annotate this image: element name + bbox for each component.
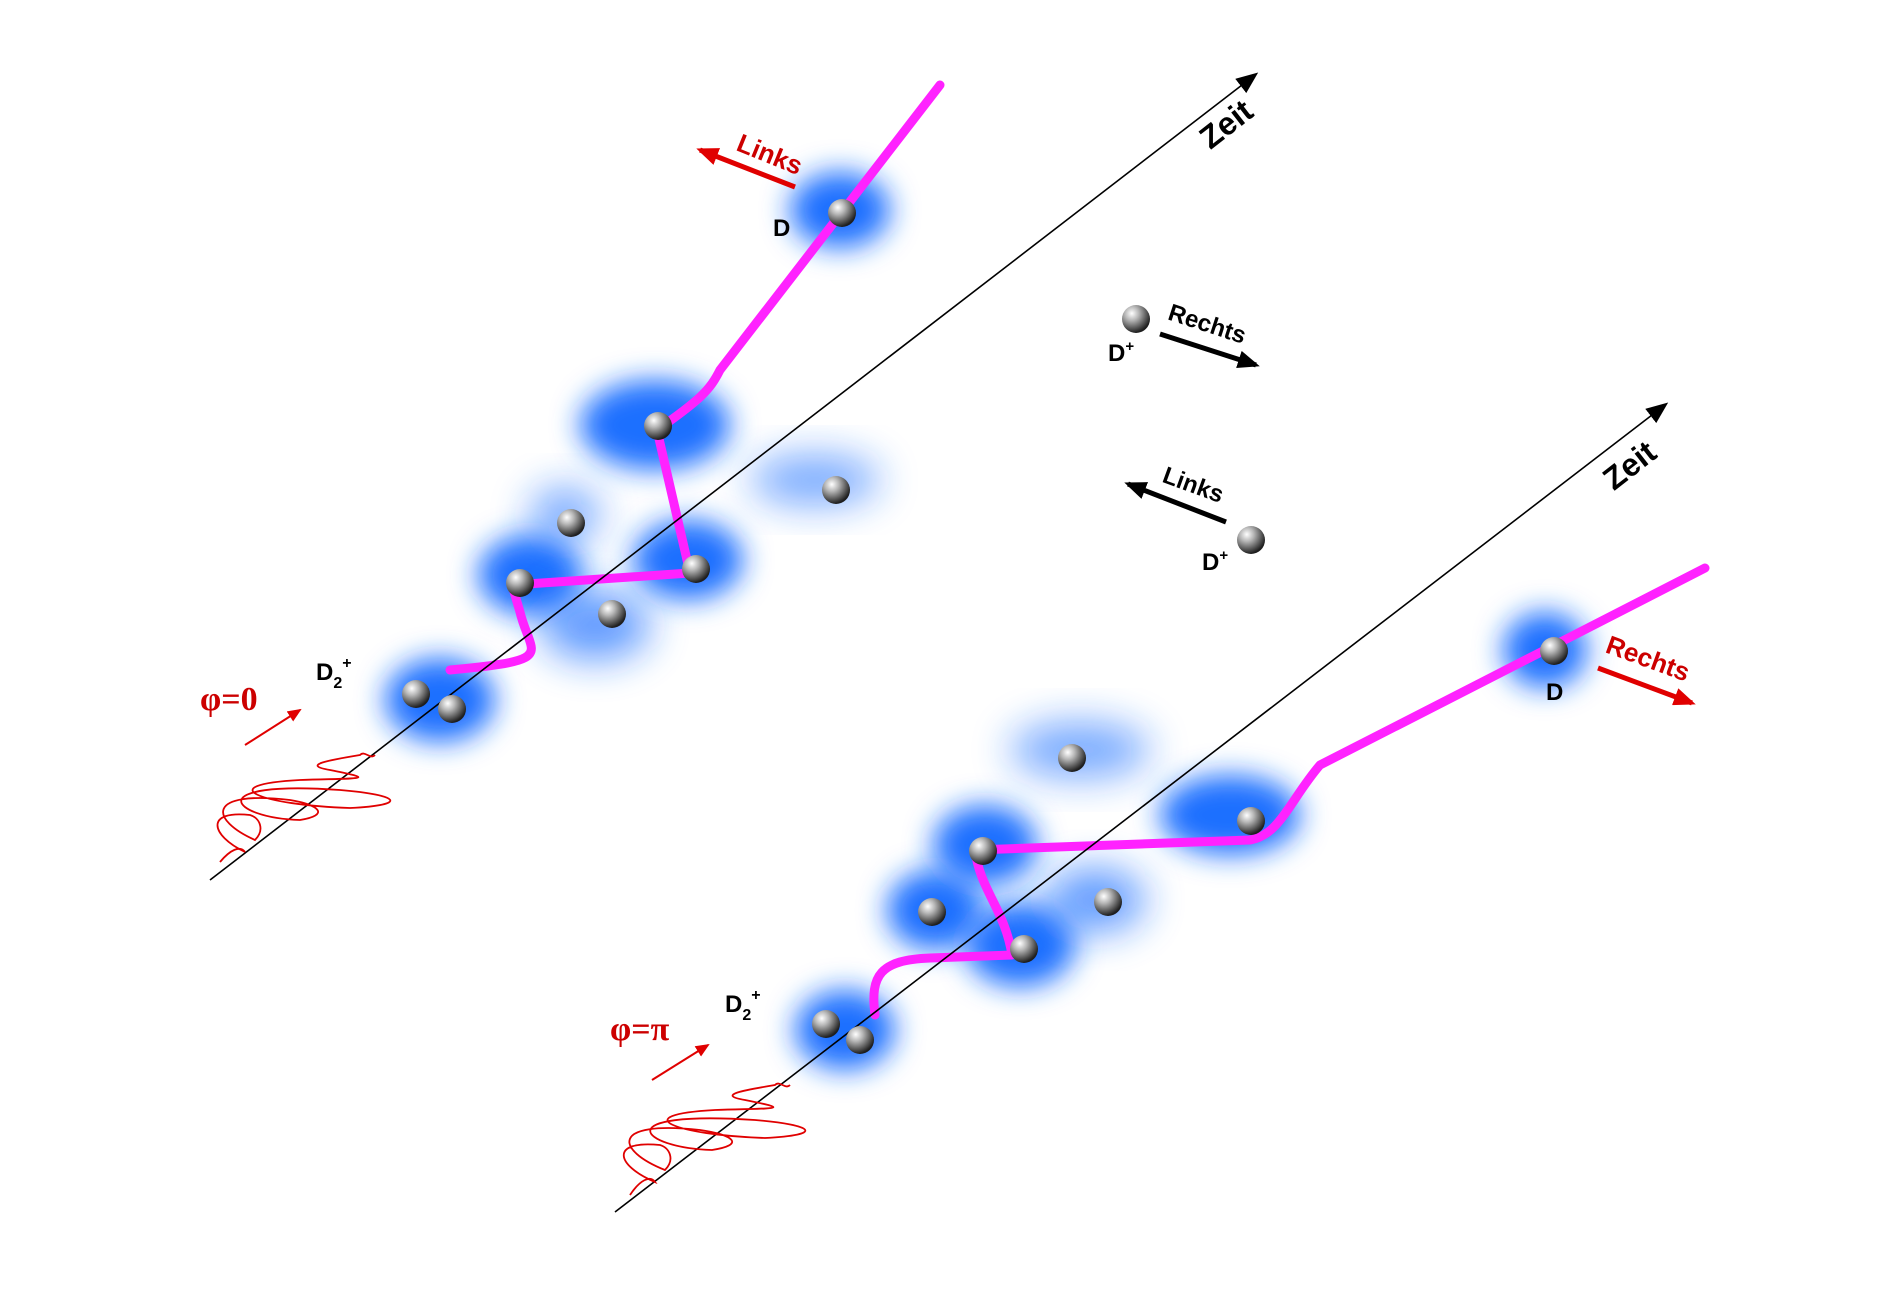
cloud	[750, 455, 880, 505]
nucleus-sphere	[506, 569, 534, 597]
atom-label-bottom: D	[1546, 679, 1563, 706]
trajectory-bottom	[869, 563, 1710, 1020]
nucleus-sphere	[438, 695, 466, 723]
nuclei-bottom	[812, 637, 1568, 1054]
nucleus-sphere	[828, 199, 856, 227]
molecule-label-top: D2+	[316, 655, 352, 692]
nucleus-sphere	[822, 476, 850, 504]
ion-annotations: D+ Rechts D+ Links	[1108, 299, 1265, 576]
phase-label-bottom: φ=π	[610, 1011, 670, 1048]
polarization-arrow-bottom	[651, 1043, 710, 1081]
ion-label-upper: D+	[1108, 338, 1134, 367]
nucleus-sphere	[402, 680, 430, 708]
nucleus-sphere	[846, 1026, 874, 1054]
direction-label-top: Links	[733, 128, 807, 181]
direction-label-bottom: Rechts	[1602, 629, 1694, 687]
cloud	[540, 590, 650, 660]
direction-arrow-rechts-center	[1159, 331, 1260, 369]
bottom-panel: Zeit D2+ D Rechts φ=π	[610, 402, 1710, 1213]
nucleus-sphere	[969, 837, 997, 865]
cloud-start	[385, 658, 495, 742]
nucleus-sphere	[1094, 888, 1122, 916]
trajectory-top	[445, 80, 945, 675]
polarization-arrow-top	[244, 708, 302, 746]
direction-arrow-links-top	[696, 147, 796, 190]
time-label-top: Zeit	[1193, 92, 1260, 156]
ion-sphere-lower	[1237, 526, 1265, 554]
atom-label-top: D	[773, 215, 790, 242]
nucleus-sphere	[812, 1010, 840, 1038]
direction-arrow-links-center	[1124, 481, 1227, 525]
nucleus-sphere	[1237, 807, 1265, 835]
ion-label-lower: D+	[1202, 547, 1228, 576]
laser-pulse-bottom	[623, 1082, 806, 1196]
direction-arrow-rechts-bottom	[1597, 665, 1696, 706]
nuclei-top	[402, 199, 856, 723]
phase-label-top: φ=0	[200, 681, 258, 718]
top-panel: Zeit D2+ D Links φ=0	[200, 72, 1260, 881]
time-axis-bottom	[614, 402, 1669, 1213]
time-axis-top	[209, 72, 1259, 881]
nucleus-sphere	[682, 555, 710, 583]
nucleus-sphere	[918, 898, 946, 926]
nucleus-sphere	[1058, 744, 1086, 772]
time-label-bottom: Zeit	[1596, 433, 1663, 497]
laser-pulse-top	[216, 752, 391, 863]
molecule-label-bottom: D2+	[725, 987, 761, 1024]
cloud-start	[795, 990, 895, 1070]
nucleus-sphere	[557, 509, 585, 537]
nucleus-sphere	[598, 600, 626, 628]
nucleus-sphere	[644, 412, 672, 440]
nucleus-sphere	[1540, 637, 1568, 665]
electron-clouds-top	[385, 172, 890, 742]
ion-sphere-upper	[1122, 305, 1150, 333]
nucleus-sphere	[1010, 935, 1038, 963]
